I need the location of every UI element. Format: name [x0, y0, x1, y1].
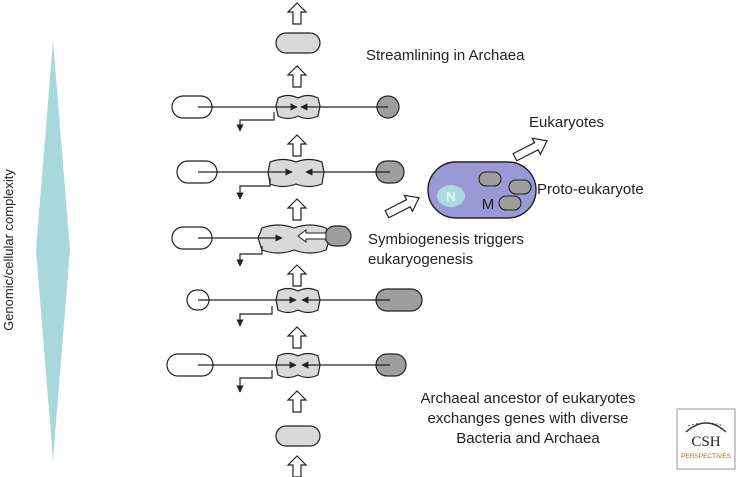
streamlining-label: Streamlining in Archaea: [366, 47, 525, 64]
archaeal-host-cell: [267, 158, 325, 188]
gene-exchange-row: [186, 287, 423, 327]
symbiogenesis-label: Symbiogenesis triggers: [368, 231, 524, 248]
up-arrow-icon: [286, 198, 308, 221]
archaeal-host-cell: [275, 352, 321, 379]
gene-exchange-row: [171, 224, 352, 267]
nucleus: [437, 185, 465, 207]
arrow-to-proto-eukaryote-icon: [384, 194, 420, 219]
archaeal-cell-top: [275, 32, 321, 54]
up-arrow-icon: [286, 65, 308, 88]
csh-perspectives-logo: CSH PERSPECTIVES: [676, 408, 736, 470]
transfer-arrow-icon: [297, 229, 327, 243]
gene-exchange-row: [176, 158, 405, 200]
ancestor-caption: Bacteria and Archaea: [456, 430, 600, 447]
complexity-axis-shape: [36, 40, 70, 460]
logo-text: CSH: [691, 434, 720, 450]
up-arrow-icon: [286, 134, 308, 157]
eukaryotes-label: Eukaryotes: [529, 114, 604, 131]
arrow-to-eukaryotes-icon: [512, 137, 548, 162]
up-arrow-icon: [286, 2, 308, 25]
archaeal-host-cell: [257, 224, 331, 254]
logo-subtext: PERSPECTIVES: [681, 453, 732, 460]
mitochondrion: [478, 171, 502, 187]
archaeal-host-cell: [275, 287, 321, 314]
up-arrow-icon: [286, 390, 308, 413]
complexity-axis-label: Genomic/cellular complexity: [1, 169, 16, 331]
gene-exchange-row: [166, 352, 407, 393]
archaeal-donor-cell: [324, 225, 352, 247]
mitochondrion: [508, 179, 532, 195]
lineage-arrows: [286, 2, 308, 477]
mitochondrion: [498, 195, 522, 211]
nucleus-label: N: [446, 189, 455, 204]
mitochondrion-label: M: [482, 196, 495, 213]
up-arrow-icon: [286, 264, 308, 287]
up-arrow-icon: [286, 455, 308, 477]
archaeal-cell-bottom: [275, 425, 321, 447]
ancestor-caption: exchanges genes with diverse: [428, 410, 629, 427]
proto-eukaryote-label: Proto-eukaryote: [537, 181, 644, 198]
symbiogenesis-label: eukaryogenesis: [368, 251, 473, 268]
archaeal-host-cell: [275, 94, 321, 120]
up-arrow-icon: [286, 326, 308, 349]
ancestor-caption: Archaeal ancestor of eukaryotes: [420, 390, 635, 407]
gene-exchange-row: [171, 94, 400, 132]
